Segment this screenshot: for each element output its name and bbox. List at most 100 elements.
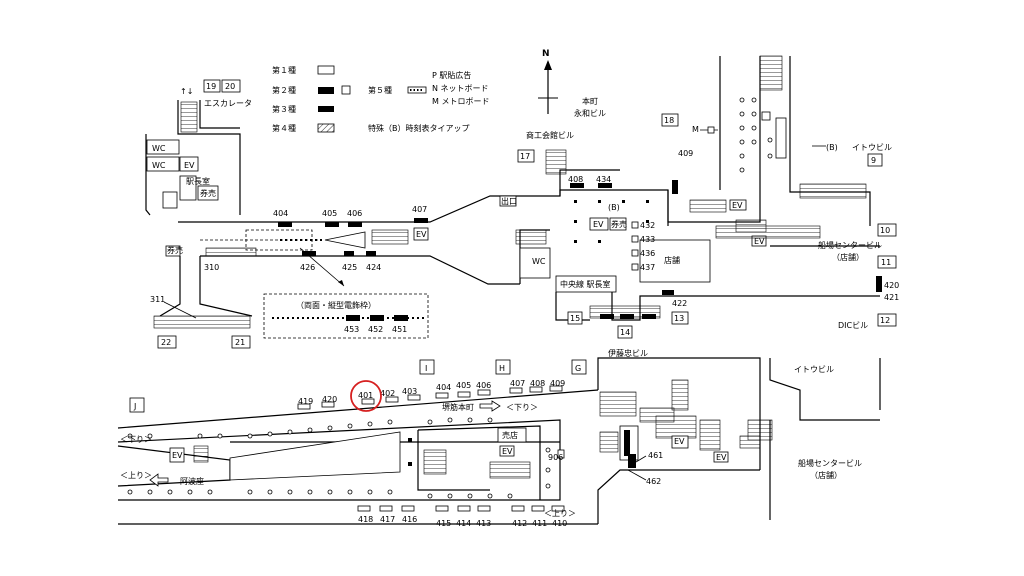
- pillars: [574, 200, 649, 243]
- ad-906: 906: [548, 453, 563, 462]
- ito-building: イトウビル: [852, 143, 892, 152]
- down-label: ＜下り＞: [506, 403, 538, 412]
- b-mark-2: (B): [826, 143, 838, 152]
- ev-label-2: EV: [416, 230, 427, 239]
- ad-409-platform: 409: [550, 379, 565, 388]
- ad-404: 404: [273, 209, 288, 218]
- ev-lower-right: EV: [674, 437, 685, 446]
- ad-426: 426: [300, 263, 315, 272]
- ad-451: 451: [392, 325, 407, 334]
- exit-15: 15: [570, 314, 580, 323]
- ticket-label: 券売: [200, 188, 216, 198]
- exit-20: 20: [225, 82, 235, 91]
- ad-407-platform: 407: [510, 379, 525, 388]
- legend-special: 特殊（B）時刻表タイアップ: [368, 123, 470, 133]
- ad-414: 414: [456, 519, 471, 528]
- ev-label-3: EV: [593, 220, 604, 229]
- ad-425: 425: [342, 263, 357, 272]
- ad-408: 408: [568, 175, 583, 184]
- sign-label: 出口: [501, 196, 517, 206]
- north-arrow-icon: N: [538, 49, 558, 114]
- legend: 第１種 第２種 第３種 第４種 第５種 P 駅貼広告 N ネットボード M メト…: [272, 65, 489, 133]
- ad-401: 401: [358, 391, 373, 400]
- ad-412: 412: [512, 519, 527, 528]
- ad-420-platform: 420: [322, 395, 337, 404]
- legend-type1: 第１種: [272, 65, 296, 75]
- ad-424: 424: [366, 263, 381, 272]
- ad-452: 452: [368, 325, 383, 334]
- exit-22: 22: [161, 338, 171, 347]
- ad-419: 419: [298, 397, 313, 406]
- m-mark: M: [692, 125, 699, 134]
- ad-415: 415: [436, 519, 451, 528]
- exit-12: 12: [880, 316, 890, 325]
- legend-type5: 第５種: [368, 85, 392, 95]
- ticket-label-3: 券売: [611, 219, 627, 229]
- arrow-right-icon: [479, 400, 501, 412]
- ad-405-platform: 405: [456, 381, 471, 390]
- highlight-circle: [350, 380, 382, 412]
- legend-p: P 駅貼広告: [432, 70, 471, 80]
- ev-lower-right-2: EV: [716, 453, 727, 462]
- ticket-label-2: 券売: [167, 245, 183, 255]
- honmachi-building-2: 永和ビル: [574, 108, 606, 118]
- section-i: I: [425, 364, 427, 373]
- b-mark: (B): [608, 203, 620, 212]
- exit-11: 11: [881, 258, 891, 267]
- ad-411: 411: [532, 519, 547, 528]
- escalator-label: エスカレータ: [204, 99, 252, 108]
- station-master-label: 駅長室: [186, 176, 210, 186]
- ev-label-4: EV: [754, 237, 765, 246]
- ad-421: 421: [884, 293, 899, 302]
- ad-420: 420: [884, 281, 899, 290]
- ad-432: 432: [640, 221, 655, 230]
- honmachi-building: 本町: [582, 96, 598, 106]
- ad-310: 310: [204, 263, 219, 272]
- exit-9: 9: [871, 156, 876, 165]
- exit-14: 14: [620, 328, 630, 337]
- ev-platform: EV: [502, 447, 513, 456]
- exit-18: 18: [664, 116, 674, 125]
- kiosk-label: 売店: [502, 430, 518, 440]
- ad-407: 407: [412, 205, 427, 214]
- funaba-building-2: （店舗）: [832, 252, 864, 262]
- frame-title: （両面・縦型電飾枠）: [296, 300, 376, 310]
- funaba-building-lower-2: （店舗）: [810, 470, 842, 480]
- ad-409: 409: [678, 149, 693, 158]
- ev-platform-2: EV: [172, 451, 183, 460]
- upper-concourse-map: WC WC EV 券売 駅長室 エスカレータ ↑↓ 19 20 券売 EV: [145, 55, 899, 358]
- legend-m: M メトロボード: [432, 97, 489, 106]
- exit-10: 10: [880, 226, 890, 235]
- wc-label: WC: [152, 144, 166, 153]
- sakaisuji-label: 堺筋本町: [442, 402, 474, 412]
- ad-406-platform: 406: [476, 381, 491, 390]
- ev-label-5: EV: [732, 201, 743, 210]
- legend-type4: 第４種: [272, 123, 296, 133]
- shoko-building: 商工会館ビル: [526, 130, 574, 140]
- ad-461: 461: [648, 451, 663, 460]
- platform-pillars: [127, 417, 551, 499]
- escalator-arrows-icon: ↑↓: [180, 87, 193, 96]
- dic-building: DICビル: [838, 321, 868, 330]
- svg-text:N: N: [542, 49, 550, 59]
- awaza-label: 阿波座: [180, 476, 204, 486]
- ad-410: 410: [552, 519, 567, 528]
- arrow-left-icon: [149, 473, 169, 487]
- section-g: G: [575, 364, 581, 373]
- funaba-building: 船場センタービル: [818, 240, 882, 250]
- right-hall-pillars: [739, 97, 773, 173]
- ad-416: 416: [402, 515, 417, 524]
- exit-17: 17: [520, 152, 530, 161]
- itochu-building: 伊藤忠ビル: [608, 348, 648, 358]
- section-j: J: [133, 402, 136, 411]
- exit-21: 21: [235, 338, 245, 347]
- ad-402: 402: [380, 389, 395, 398]
- ev-label: EV: [184, 161, 195, 170]
- chuo-station-master: 中央線 駅長室: [560, 279, 611, 289]
- ad-404-platform: 404: [436, 383, 451, 392]
- legend-n: N ネットボード: [432, 84, 489, 93]
- ad-453: 453: [344, 325, 359, 334]
- ad-405: 405: [322, 209, 337, 218]
- section-h: H: [499, 364, 505, 373]
